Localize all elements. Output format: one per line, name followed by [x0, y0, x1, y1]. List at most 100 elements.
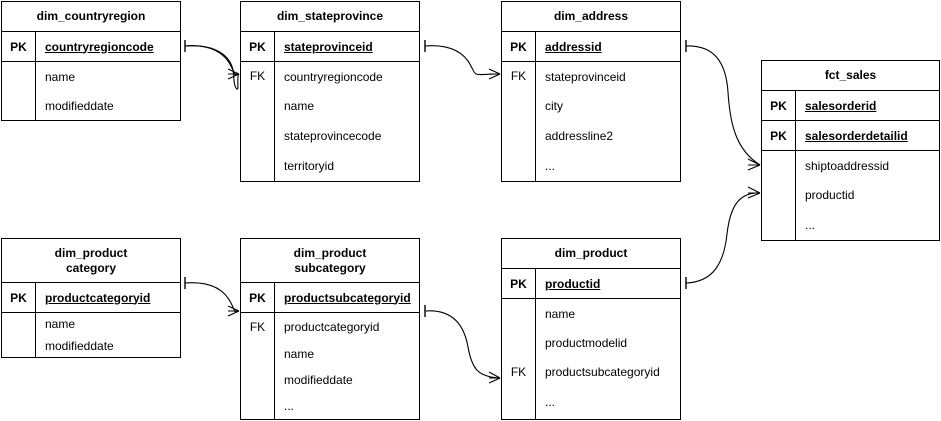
entity-fct-sales[interactable]: fct_sales PK salesorderid PK salesorderd…	[761, 60, 940, 241]
entity-attribute-block: shiptoaddressid productid ...	[762, 151, 939, 240]
entity-attribute-block: FK countryregioncode name stateprovincec…	[241, 62, 419, 181]
key-label-fk: FK	[510, 69, 527, 83]
attribute-column: name modifieddate	[36, 62, 180, 120]
entity-attribute-block: name modifieddate	[2, 313, 180, 357]
key-label-pk: PK	[241, 32, 275, 61]
entity-title: fct_sales	[762, 61, 939, 91]
key-column	[2, 313, 36, 357]
attribute-row: modifieddate	[45, 339, 114, 353]
relationship-product-fctsales	[685, 186, 761, 289]
key-label-pk: PK	[762, 91, 796, 120]
entity-dim-address[interactable]: dim_address PK addressid FK stateprovinc…	[501, 1, 681, 182]
attribute-row: name	[284, 347, 315, 361]
attribute-name: salesorderdetailid	[805, 128, 908, 143]
attribute-row: productid	[805, 188, 855, 202]
entity-title-line: dim_product	[293, 245, 367, 260]
key-label-pk: PK	[762, 121, 796, 150]
key-column: FK	[241, 313, 275, 419]
relationship-address-fctsales	[685, 40, 761, 171]
attribute-row: ...	[545, 395, 556, 409]
attribute-column: productcategoryid name modifieddate ...	[275, 313, 419, 419]
attribute-row: stateprovinceid	[545, 69, 626, 84]
key-label-pk: PK	[502, 269, 536, 298]
entity-attribute-block: name modifieddate	[2, 62, 180, 120]
attribute-name: stateprovinceid	[284, 39, 373, 54]
entity-title-line: fct_sales	[824, 68, 877, 82]
entity-title: dim_product subcategory	[241, 239, 419, 283]
entity-title: dim_stateprovince	[241, 2, 419, 32]
entity-dim-product[interactable]: dim_product PK productid FK name product…	[501, 238, 681, 420]
entity-attribute-block: FK stateprovinceid city addressline2 ...	[502, 62, 680, 181]
entity-row-pk[interactable]: PK salesorderid	[762, 91, 939, 121]
attribute-row: territoryid	[284, 159, 335, 173]
entity-row-pk[interactable]: PK productcategoryid	[2, 283, 180, 313]
entity-row-pk[interactable]: PK productid	[502, 269, 680, 299]
key-label-pk: PK	[2, 283, 36, 312]
key-label-fk: FK	[249, 320, 266, 334]
entity-title: dim_countryregion	[2, 2, 180, 32]
key-label-pk: PK	[502, 32, 536, 61]
entity-title-line: dim_product	[554, 246, 628, 260]
entity-attribute-block: FK name productmodelid productsubcategor…	[502, 299, 680, 419]
key-column: FK	[502, 62, 536, 181]
entity-row-pk[interactable]: PK stateprovinceid	[241, 32, 419, 62]
attribute-column: name productmodelid productsubcategoryid…	[536, 299, 680, 419]
entity-title-line: dim_countryregion	[36, 9, 146, 23]
attribute-row: name	[45, 69, 76, 84]
attribute-column: shiptoaddressid productid ...	[796, 151, 939, 240]
attribute-row: ...	[545, 159, 556, 173]
entity-title-line: subcategory	[294, 260, 366, 275]
relationship-stateprovince-address	[424, 40, 501, 80]
attribute-row: city	[545, 99, 563, 113]
key-label-pk: PK	[241, 283, 275, 312]
key-column	[2, 62, 36, 120]
attribute-row: addressline2	[545, 129, 614, 143]
entity-title: dim_product category	[2, 239, 180, 283]
entity-title-line: dim_product	[54, 245, 128, 260]
attribute-column: countryregioncode name stateprovincecode…	[275, 62, 419, 181]
key-column	[762, 151, 796, 240]
entity-dim-productsubcategory[interactable]: dim_product subcategory PK productsubcat…	[240, 238, 420, 420]
relationship-productcategory-productsubcategory	[184, 277, 240, 317]
attribute-name: productsubcategoryid	[284, 290, 411, 305]
relationship-productsubcategory-product	[424, 305, 501, 384]
entity-title: dim_address	[502, 2, 680, 32]
attribute-row: shiptoaddressid	[805, 158, 890, 173]
attribute-row: ...	[805, 218, 816, 232]
attribute-row: name	[45, 317, 76, 331]
attribute-row: modifieddate	[45, 98, 114, 113]
relationship-countryregion-stateprovince	[184, 40, 240, 90]
entity-title-line: category	[65, 260, 117, 275]
attribute-name: productcategoryid	[45, 290, 151, 305]
attribute-row: ...	[284, 399, 295, 413]
attribute-row: stateprovincecode	[284, 129, 382, 143]
entity-row-pk[interactable]: PK salesorderdetailid	[762, 121, 939, 151]
attribute-row: modifieddate	[284, 373, 353, 387]
entity-dim-productcategory[interactable]: dim_product category PK productcategoryi…	[1, 238, 181, 358]
attribute-column: stateprovinceid city addressline2 ...	[536, 62, 680, 181]
entity-title-line: dim_address	[553, 9, 629, 23]
key-label-fk: FK	[510, 365, 527, 379]
attribute-name: salesorderid	[805, 98, 877, 113]
attribute-row: name	[284, 99, 315, 113]
entity-title-line: dim_stateprovince	[276, 9, 384, 23]
entity-dim-countryregion[interactable]: dim_countryregion PK countryregioncode n…	[1, 1, 181, 121]
attribute-row: productmodelid	[545, 335, 628, 350]
key-column: FK	[502, 299, 536, 419]
attribute-name: countryregioncode	[45, 39, 154, 54]
entity-row-pk[interactable]: PK productsubcategoryid	[241, 283, 419, 313]
attribute-name: addressid	[545, 39, 602, 54]
entity-dim-stateprovince[interactable]: dim_stateprovince PK stateprovinceid FK …	[240, 1, 420, 182]
key-label-pk: PK	[2, 32, 36, 61]
entity-title: dim_product	[502, 239, 680, 269]
key-column: FK	[241, 62, 275, 181]
attribute-row: productsubcategoryid	[545, 365, 660, 379]
attribute-row: productcategoryid	[284, 320, 380, 334]
attribute-column: name modifieddate	[36, 313, 180, 357]
entity-row-pk[interactable]: PK countryregioncode	[2, 32, 180, 62]
entity-row-pk[interactable]: PK addressid	[502, 32, 680, 62]
attribute-row: name	[545, 306, 576, 321]
attribute-row: countryregioncode	[284, 69, 383, 84]
attribute-name: productid	[545, 276, 601, 291]
